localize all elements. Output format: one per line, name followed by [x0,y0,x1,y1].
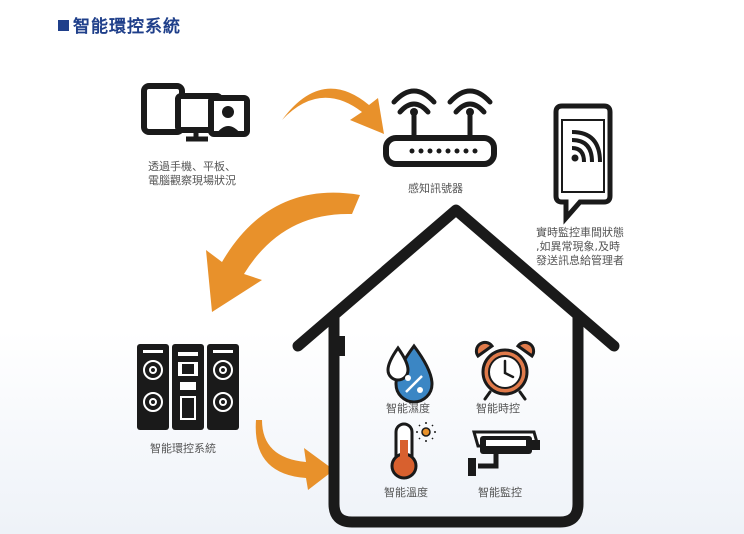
phone-signal-icon [553,103,613,225]
alarm-clock-icon [474,340,536,401]
cctv-camera-icon [468,430,540,476]
control-cabinet-icon [137,344,239,430]
flow-arrow-router-to-cabinet [206,192,360,312]
title-square-icon [58,20,69,31]
title-text: 智能環控系統 [73,17,181,37]
devices-caption: 透過手機、平板、 電腦觀察現場狀況 [148,160,236,188]
flow-arrow-devices-to-router [282,88,384,134]
router-icon [383,88,497,167]
devices-caption-line2: 電腦觀察現場狀況 [148,174,236,187]
house-outline [292,204,620,528]
flow-arrow-cabinet-to-house [255,420,334,490]
phone-caption-line2: ,如異常現象,及時 [536,240,620,253]
router-caption: 感知訊號器 [408,182,463,195]
cabinet-caption: 智能環控系統 [150,442,216,455]
humidity-drop-icon [386,343,434,404]
timer-caption: 智能時控 [476,402,520,415]
humidity-caption: 智能濕度 [386,402,430,415]
temperature-caption: 智能溫度 [384,486,428,499]
monitor-caption: 智能監控 [478,486,522,499]
thermometer-icon [390,422,436,480]
phone-caption-line1: 實時監控車間狀態 [536,226,624,239]
devices-icon [141,83,250,142]
phone-caption-line3: 發送訊息給管理者 [536,254,624,267]
page-title: 智能環控系統 [58,12,181,37]
devices-caption-line1: 透過手機、平板、 [148,160,236,173]
phone-caption: 實時監控車間狀態 ,如異常現象,及時 發送訊息給管理者 [536,226,624,268]
